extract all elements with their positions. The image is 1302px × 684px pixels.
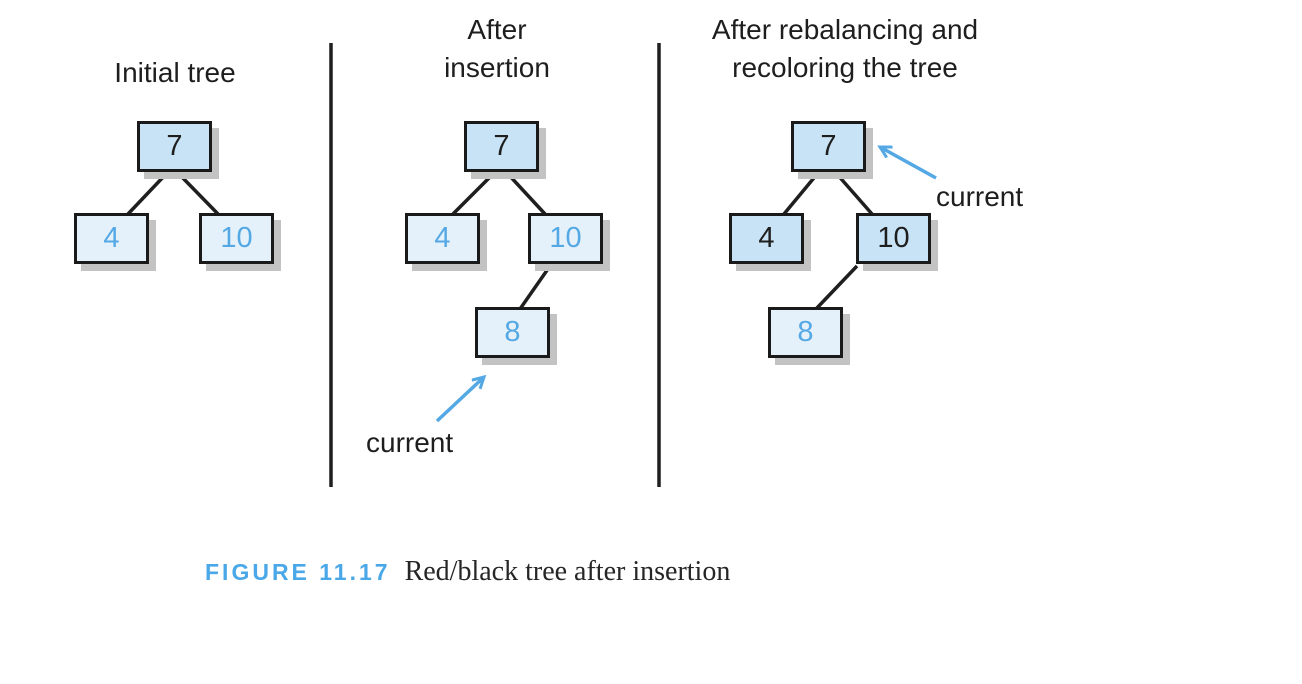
tree-edge	[782, 171, 820, 216]
panel-title-initial-tree: Initial tree	[75, 54, 275, 92]
panel-title-after-rebalancing: After rebalancing and recoloring the tre…	[695, 11, 995, 87]
node-7-after-insertion: 7	[464, 121, 539, 172]
node-8-after-insertion: 8	[475, 307, 550, 358]
panel-title-line: recoloring the tree	[732, 52, 958, 83]
node-10-initial: 10	[199, 213, 274, 264]
node-value: 10	[549, 222, 582, 254]
current-label-after-insertion: current	[366, 427, 454, 458]
tree-edge	[834, 171, 874, 216]
tree-edge	[126, 171, 169, 216]
node-10-rebalanced: 10	[856, 213, 931, 264]
node-value: 4	[758, 222, 775, 254]
tree-edge	[505, 171, 547, 216]
tree-edge	[176, 171, 220, 216]
panel-title-after-insertion: After insertion	[397, 11, 597, 87]
node-value: 7	[166, 130, 183, 162]
figure-caption-row: FIGURE 11.17 Red/black tree after insert…	[205, 556, 730, 588]
node-8-rebalanced: 8	[768, 307, 843, 358]
current-arrow-icon	[880, 145, 937, 180]
node-value: 7	[493, 130, 510, 162]
node-7-rebalanced: 7	[791, 121, 866, 172]
node-value: 8	[504, 316, 521, 348]
tree-edge	[814, 264, 859, 311]
figure-number-label: FIGURE 11.17	[205, 559, 391, 585]
node-value: 10	[220, 222, 253, 254]
tree-edge	[518, 264, 552, 311]
node-value: 4	[434, 222, 451, 254]
node-10-after-insertion: 10	[528, 213, 603, 264]
node-4-rebalanced: 4	[729, 213, 804, 264]
tree-edge	[451, 171, 496, 216]
panel-title-line: After rebalancing and	[711, 14, 979, 45]
figure-caption-text: Red/black tree after insertion	[404, 556, 731, 587]
node-value: 7	[820, 130, 837, 162]
node-value: 4	[103, 222, 120, 254]
current-arrow-icon	[435, 377, 484, 423]
panel-title-line: Initial tree	[114, 57, 236, 88]
panel-title-line: After	[467, 14, 527, 45]
node-value: 10	[877, 222, 910, 254]
node-7-initial: 7	[137, 121, 212, 172]
node-value: 8	[797, 316, 814, 348]
panel-title-line: insertion	[444, 52, 550, 83]
node-4-initial: 4	[74, 213, 149, 264]
current-label-rebalanced: current	[936, 181, 1024, 212]
node-4-after-insertion: 4	[405, 213, 480, 264]
